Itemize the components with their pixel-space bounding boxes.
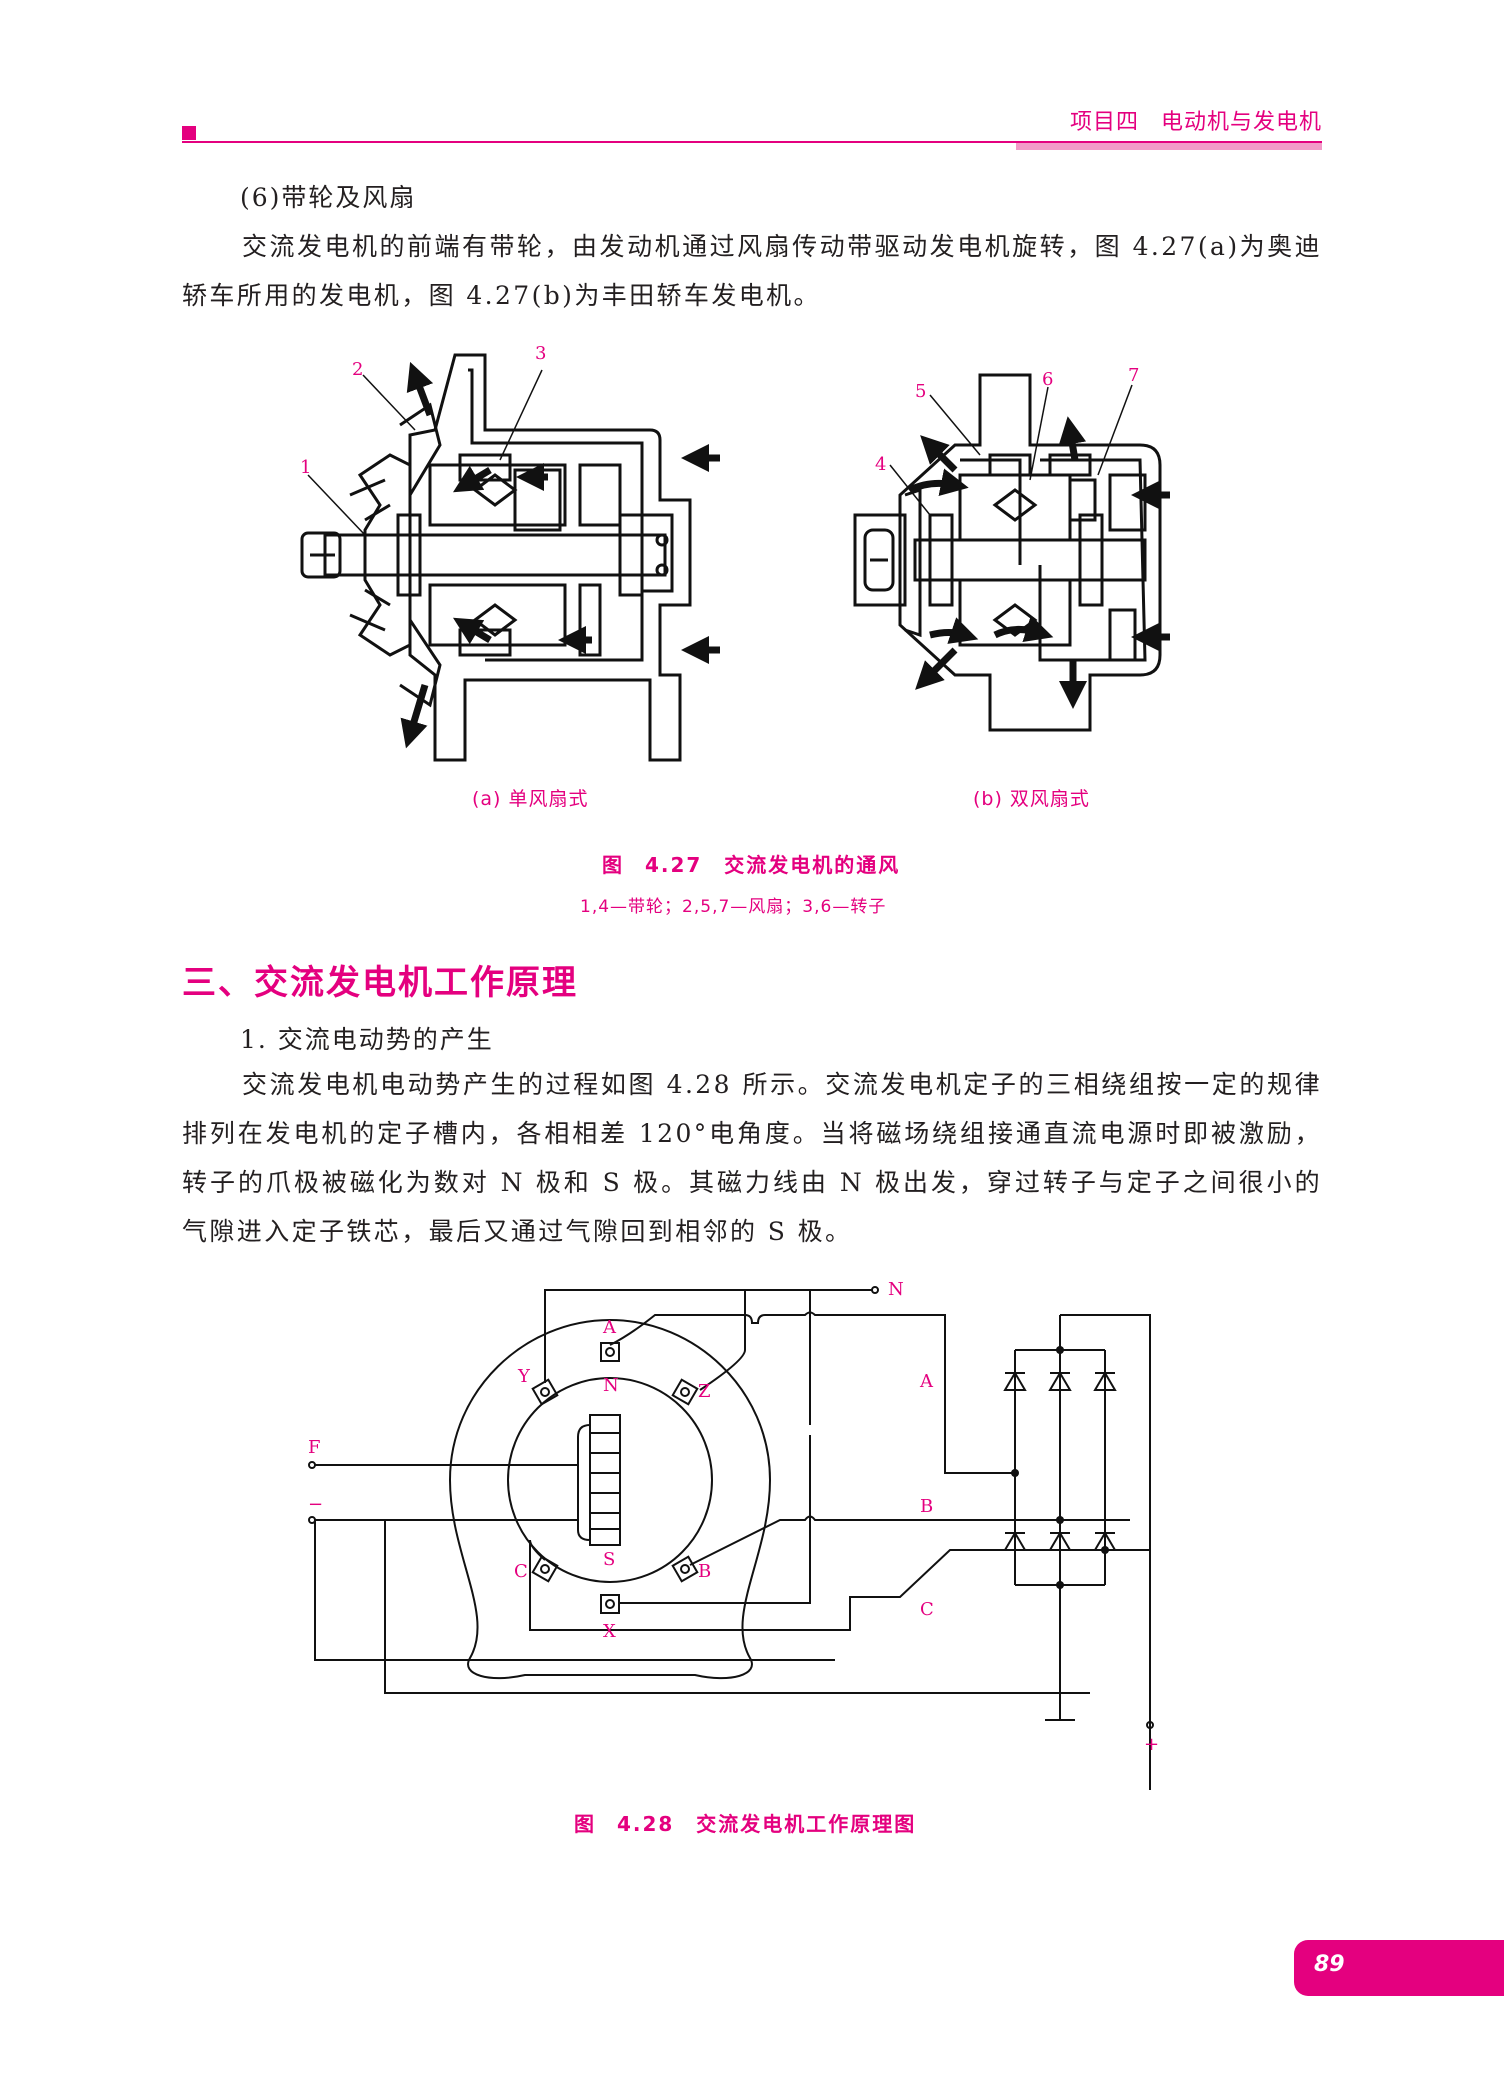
label-minus: − xyxy=(308,1494,323,1515)
label-A: A xyxy=(602,1317,617,1338)
section-title-working-principle: 三、交流发电机工作原理 xyxy=(182,963,578,1003)
alternator-double-fan xyxy=(853,373,1162,732)
figure-4-27-title: 图 4.27 交流发电机的通风 xyxy=(602,853,901,877)
header-accent-bar xyxy=(1016,143,1322,150)
subheading-emf: 1. 交流电动势的产生 xyxy=(240,1025,494,1054)
figure-4-27-drawing: 1 2 3 xyxy=(300,343,1170,762)
callout-leaders-b xyxy=(889,384,1133,516)
page-number: 89 xyxy=(1314,1952,1345,1977)
label-X: X xyxy=(603,1621,616,1642)
figure-4-27-a-caption: (a) 单风扇式 xyxy=(472,788,589,810)
label-F: F xyxy=(308,1437,321,1458)
label-C-output: C xyxy=(920,1599,934,1620)
header-marker xyxy=(182,126,196,140)
figure-4-27-legend: 1,4—带轮；2,5,7—风扇；3,6—转子 xyxy=(580,897,887,917)
airflow-arrows-b xyxy=(908,416,1170,709)
callout-2: 2 xyxy=(352,359,363,380)
callout-6: 6 xyxy=(1042,369,1053,390)
stator-terminals xyxy=(531,1342,699,1614)
header-rule xyxy=(182,141,1322,143)
label-B: B xyxy=(698,1561,711,1582)
label-B-output: B xyxy=(920,1496,933,1517)
callout-5: 5 xyxy=(915,381,926,402)
label-Y: Y xyxy=(517,1366,531,1387)
paragraph-emf: 交流发电机电动势产生的过程如图 4.28 所示。交流发电机定子的三相绕组按一定的… xyxy=(182,1070,1322,1246)
page-number-tab xyxy=(1294,1940,1504,1996)
subheading-belt-fan: (6)带轮及风扇 xyxy=(240,183,417,212)
figure-4-28-title: 图 4.28 交流发电机工作原理图 xyxy=(574,1812,917,1836)
label-plus: + xyxy=(1144,1734,1159,1755)
diodes-top xyxy=(1003,1371,1117,1391)
label-pole-N: N xyxy=(603,1375,619,1396)
callout-4: 4 xyxy=(875,454,886,475)
figure-4-28-circuit: N A B C F − + Y A Z C B X N S xyxy=(308,1279,1159,1790)
label-A-output: A xyxy=(919,1371,934,1392)
callout-3: 3 xyxy=(535,343,546,364)
running-header: 项目四 电动机与发电机 xyxy=(1070,110,1322,135)
label-Z: Z xyxy=(698,1381,711,1402)
label-pole-S: S xyxy=(603,1549,615,1570)
airflow-arrows-a xyxy=(400,361,720,749)
label-C: C xyxy=(514,1561,528,1582)
label-N-terminal: N xyxy=(888,1279,904,1300)
alternator-single-fan xyxy=(300,353,692,762)
callout-7: 7 xyxy=(1128,365,1139,386)
paragraph-belt-fan: 交流发电机的前端有带轮，由发动机通过风扇传动带驱动发电机旋转，图 4.27(a)… xyxy=(182,232,1322,310)
callout-leaders-a xyxy=(307,369,543,536)
callout-1: 1 xyxy=(300,457,311,478)
figure-4-27-b-caption: (b) 双风扇式 xyxy=(973,788,1090,810)
